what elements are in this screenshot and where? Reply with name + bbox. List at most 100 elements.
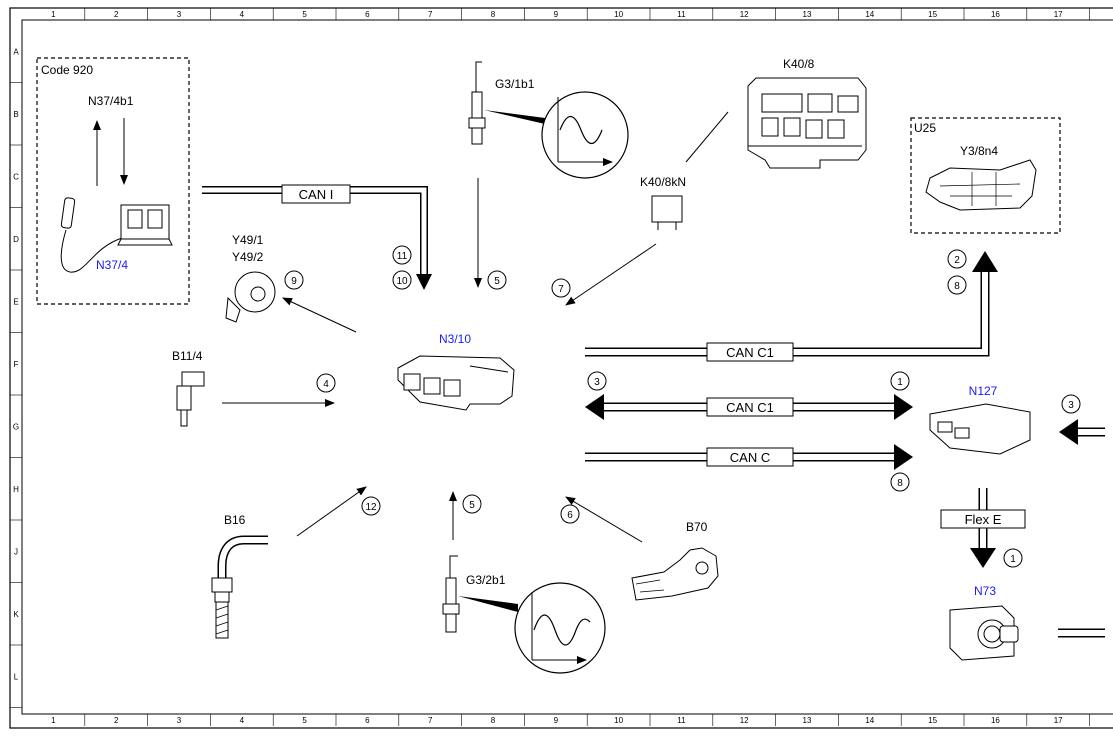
callout-3-left: 3 [587,371,607,391]
callout-10: 10 [392,270,412,290]
can-c-bus: CAN C [585,444,913,470]
can-c1-mid-label: CAN C1 [726,400,774,415]
grid-column-label-top: 14 [865,10,874,19]
grid-row-label: D [13,235,19,244]
callout-1-top: 1 [890,371,910,391]
b70-label: B70 [686,520,708,534]
grid-column-label-top: 17 [1054,10,1063,19]
grid-column-label-top: 3 [177,10,182,19]
n73-ignition-switch-icon [949,605,1019,661]
svg-text:1: 1 [897,377,903,388]
grid-column-label-top: 11 [677,10,686,19]
grid-column-label-top: 5 [302,10,307,19]
y3-8n4-label: Y3/8n4 [960,144,998,158]
grid-column-label-bottom: 4 [240,716,245,725]
svg-text:12: 12 [365,502,377,513]
n37-4-label: N37/4 [96,258,128,272]
b11-4-sensor-icon [176,371,205,427]
k40-8kn-label: K40/8kN [640,175,686,189]
grid-row-label: H [13,485,19,494]
grid-column-label-bottom: 11 [677,716,686,725]
svg-text:5: 5 [469,500,475,511]
callout-3-right: 3 [1061,394,1081,414]
can-c1-top-label: CAN C1 [726,345,774,360]
grid-column-label-top: 2 [114,10,119,19]
callout-6: 6 [560,504,580,524]
n73-label: N73 [974,584,996,598]
g3-2b1-sensor-icon [442,555,606,674]
can-i-label: CAN I [299,187,334,202]
grid-column-label-bottom: 6 [365,716,370,725]
n127-label: N127 [969,384,998,398]
grid-column-label-bottom: 2 [114,716,119,725]
g3-2b1-label: G3/2b1 [466,573,506,587]
grid-row-label: A [13,47,19,56]
can-c1-mid-bus: CAN C1 [585,394,913,420]
callout-8: 8 [947,275,967,295]
svg-text:1: 1 [1010,554,1016,565]
grid-column-label-top: 7 [428,10,433,19]
can-c1-top-bus: CAN C1 [585,251,998,362]
n127-module-icon [929,403,1031,455]
y3-8n4-valve-body-icon [925,159,1037,211]
svg-text:6: 6 [567,510,573,521]
n37-4-sensor-icon [60,197,173,273]
y49-1-label: Y49/1 [232,233,264,247]
grid-column-label-bottom: 8 [491,716,496,725]
grid-row-label: F [14,360,19,369]
grid-column-label-bottom: 16 [991,716,1000,725]
callout-1-bottom: 1 [1003,548,1023,568]
grid-column-label-top: 16 [991,10,1000,19]
drawing-frame [9,7,1113,729]
k40-8kn-relay-icon [651,195,683,230]
svg-text:9: 9 [291,276,297,287]
grid-row-label: C [13,172,19,181]
g3-1b1-label: G3/1b1 [495,77,535,91]
grid-row-label: K [13,610,19,619]
flex-e-bus: Flex E [940,488,1026,568]
grid-column-label-bottom: 7 [428,716,433,725]
grid-row-label: G [13,422,19,431]
callout-7: 7 [551,278,571,298]
n3-10-label: N3/10 [439,332,471,346]
grid-column-label-top: 15 [928,10,937,19]
svg-text:3: 3 [594,377,600,388]
grid-column-label-top: 13 [803,10,812,19]
grid-row-label: J [14,547,18,556]
grid-column-labels: 1122334455667788991010111112121313141415… [51,8,1090,726]
u25-box: U25 Y3/8n4 [910,117,1061,234]
grid-column-label-top: 10 [614,10,623,19]
callout-8-bottom: 8 [890,472,910,492]
y49-2-label: Y49/2 [232,250,264,264]
svg-text:8: 8 [954,281,960,292]
grid-column-label-bottom: 15 [928,716,937,725]
callout-11: 11 [392,245,412,265]
callout-2: 2 [947,249,967,269]
callout-9: 9 [284,270,304,290]
n127-right-bus-arrow [1059,419,1105,445]
grid-column-label-bottom: 1 [51,716,56,725]
grid-column-label-bottom: 13 [803,716,812,725]
b11-4-label: B11/4 [172,349,203,363]
svg-text:5: 5 [494,276,500,287]
arrow-k40-8kn [565,243,657,306]
grid-column-label-bottom: 3 [177,716,182,725]
svg-text:4: 4 [323,379,329,390]
svg-text:11: 11 [397,251,408,262]
flex-e-label: Flex E [965,512,1002,527]
can-i-bus: CAN I [202,184,432,290]
k40-8-label: K40/8 [783,57,815,71]
b16-label: B16 [224,513,246,527]
grid-column-label-top: 12 [740,10,749,19]
grid-column-label-top: 1 [51,10,56,19]
grid-column-label-top: 9 [554,10,559,19]
n37-4b1-label: N37/4b1 [88,94,134,108]
g3-1b1-sensor-icon [468,61,629,179]
k40-8-fuse-box-icon [747,77,867,169]
b70-crankshaft-sensor-icon [631,547,719,601]
svg-text:2: 2 [954,255,960,266]
k40-8-leader-line [685,111,729,163]
callout-12: 12 [361,496,381,516]
